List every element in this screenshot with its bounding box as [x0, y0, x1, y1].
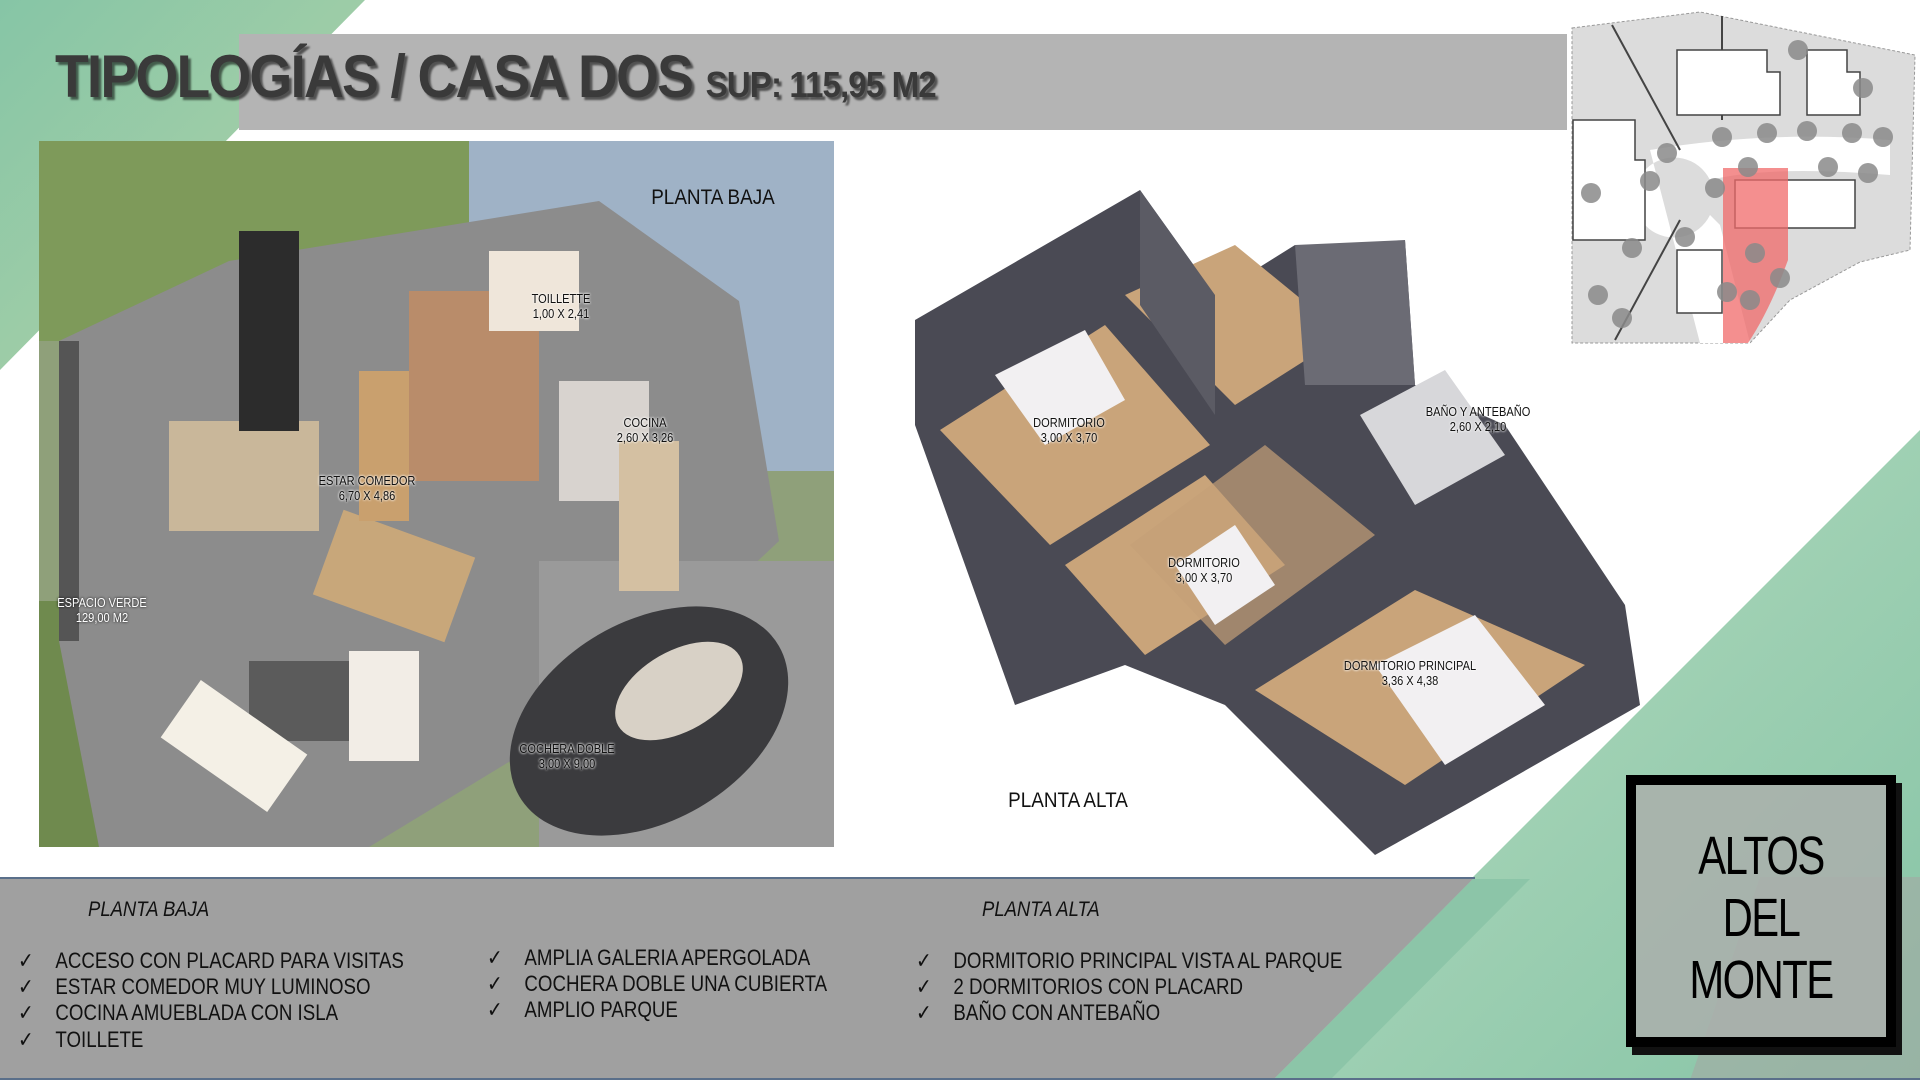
- ground-floor-plan-title: PLANTA BAJA: [651, 186, 775, 209]
- feature-item: ✓TOILLETE: [18, 1027, 144, 1052]
- check-icon: ✓: [916, 974, 932, 999]
- check-icon: ✓: [487, 971, 503, 996]
- surface-text: SUP: 115,95 M2: [705, 64, 937, 105]
- logo-line: ALTOS: [1698, 826, 1825, 886]
- feature-item: ✓AMPLIA GALERIA APERGOLADA: [487, 945, 811, 970]
- logo-line: DEL: [1722, 888, 1801, 948]
- check-icon: ✓: [487, 945, 503, 970]
- features-upper-title: PLANTA ALTA: [982, 898, 1100, 921]
- feature-item: ✓BAÑO CON ANTEBAÑO: [916, 1000, 1161, 1025]
- feature-item: ✓ESTAR COMEDOR MUY LUMINOSO: [18, 974, 371, 999]
- check-icon: ✓: [18, 1000, 34, 1025]
- page-title: TIPOLOGÍAS / CASA DOS SUP: 115,95 M2: [55, 42, 937, 111]
- upper-floor-render: [915, 190, 1640, 855]
- check-icon: ✓: [487, 997, 503, 1022]
- feature-item: ✓2 DORMITORIOS CON PLACARD: [916, 974, 1243, 999]
- check-icon: ✓: [18, 948, 34, 973]
- check-icon: ✓: [916, 1000, 932, 1025]
- feature-item: ✓COCINA AMUEBLADA CON ISLA: [18, 1000, 339, 1025]
- feature-item: ✓ACCESO CON PLACARD PARA VISITAS: [18, 948, 404, 973]
- logo-line: MONTE: [1689, 950, 1834, 1010]
- site-location-map: [1571, 11, 1916, 344]
- upper-floor-plan-title: PLANTA ALTA: [1008, 789, 1128, 812]
- feature-item: ✓COCHERA DOBLE UNA CUBIERTA: [487, 971, 828, 996]
- title-text: TIPOLOGÍAS / CASA DOS: [55, 43, 694, 110]
- title-bar: [239, 34, 1567, 130]
- ground-floor-render: [39, 141, 834, 847]
- check-icon: ✓: [18, 1027, 34, 1052]
- feature-item: ✓DORMITORIO PRINCIPAL VISTA AL PARQUE: [916, 948, 1343, 973]
- feature-item: ✓AMPLIO PARQUE: [487, 997, 678, 1022]
- altos-del-monte-logo: ALTOS DEL MONTE: [1626, 775, 1896, 1047]
- check-icon: ✓: [18, 974, 34, 999]
- features-ground-title: PLANTA BAJA: [88, 898, 210, 921]
- check-icon: ✓: [916, 948, 932, 973]
